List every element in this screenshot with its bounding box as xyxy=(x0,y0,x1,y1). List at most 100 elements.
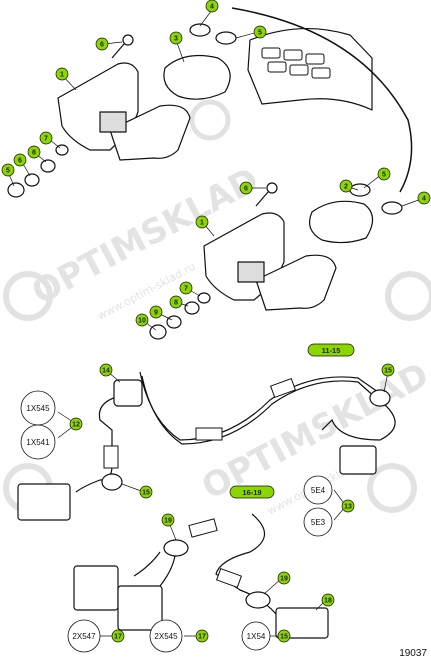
svg-text:17: 17 xyxy=(198,634,206,641)
callout-15-right: 15 xyxy=(381,363,395,377)
lamp-housing-middle xyxy=(309,200,374,244)
grommet-19-top xyxy=(163,539,189,557)
svg-text:12: 12 xyxy=(72,422,80,429)
callout-6-top: 6 xyxy=(95,37,109,51)
callout-15-left: 15 xyxy=(139,485,153,499)
range-pill-middle: 16-19 xyxy=(229,485,275,499)
wiring-harness-top xyxy=(17,371,396,521)
callout-5b-top: 5 xyxy=(1,163,15,177)
svg-text:19: 19 xyxy=(164,518,172,525)
callout-1-middle: 1 xyxy=(195,215,209,229)
svg-text:2X545: 2X545 xyxy=(154,632,178,641)
cab-outline xyxy=(247,27,373,111)
svg-text:15: 15 xyxy=(280,634,288,641)
connector-code-circles: 1X545 1X541 5E4 5E3 2X547 2X545 1X54 xyxy=(20,390,333,653)
svg-text:7: 7 xyxy=(184,286,188,293)
range-pill-top: 11-15 xyxy=(307,343,355,357)
svg-text:6: 6 xyxy=(18,158,22,165)
grommet-15-left xyxy=(101,473,123,491)
grommet-15-right xyxy=(369,389,391,407)
code-2x547: 2X547 xyxy=(67,619,101,653)
svg-text:17: 17 xyxy=(114,634,122,641)
corrugated-sleeves-top xyxy=(103,377,297,469)
svg-text:16-19: 16-19 xyxy=(242,488,261,497)
bracket-arm-top xyxy=(109,104,191,161)
svg-text:6: 6 xyxy=(100,42,104,49)
callout-1-top: 1 xyxy=(55,67,69,81)
svg-text:3: 3 xyxy=(174,36,178,43)
callout-12: 12 xyxy=(69,417,83,431)
cab-roof-arc xyxy=(231,7,413,193)
svg-text:1X545: 1X545 xyxy=(26,404,50,413)
code-5e4: 5E4 xyxy=(303,475,333,505)
svg-text:9: 9 xyxy=(154,310,158,317)
lamp-housing-top xyxy=(163,55,231,100)
svg-text:5: 5 xyxy=(258,30,262,37)
callout-4-middle: 4 xyxy=(417,191,431,205)
callout-7-top: 7 xyxy=(39,131,53,145)
callout-18: 18 xyxy=(321,593,335,607)
connector-2x545-block xyxy=(117,585,163,631)
corrugated-sleeves-bottom xyxy=(188,518,243,589)
reference-number: 19037 xyxy=(399,648,427,659)
callout-19-top: 19 xyxy=(161,513,175,527)
svg-text:10: 10 xyxy=(138,318,146,325)
middle-assembly xyxy=(149,182,403,340)
callout-6-middle: 6 xyxy=(239,181,253,195)
svg-text:15: 15 xyxy=(142,490,150,497)
screw-middle xyxy=(255,182,278,207)
cab-light-slots xyxy=(261,47,331,79)
code-1x54: 1X54 xyxy=(241,621,271,651)
svg-text:5: 5 xyxy=(382,172,386,179)
screw-top xyxy=(111,34,134,59)
mount-plate-top xyxy=(99,111,127,133)
connector-1x54-block xyxy=(275,607,329,639)
code-2x545: 2X545 xyxy=(149,619,183,653)
callout-17-right: 17 xyxy=(195,629,209,643)
callout-9: 9 xyxy=(149,305,163,319)
harness-cable-b xyxy=(141,375,377,445)
svg-text:11-15: 11-15 xyxy=(322,346,341,355)
callout-14: 14 xyxy=(99,363,113,377)
svg-text:1X541: 1X541 xyxy=(26,438,50,447)
bracket-arm-middle xyxy=(255,254,337,311)
callout-17-left: 17 xyxy=(111,629,125,643)
callout-10: 10 xyxy=(135,313,149,327)
svg-text:19: 19 xyxy=(280,576,288,583)
top-assembly xyxy=(7,7,413,198)
callout-badges: 4 5 3 6 1 7 8 6 5 6 2 5 4 1 7 8 9 10 14 … xyxy=(1,0,431,643)
callout-3: 3 xyxy=(169,31,183,45)
callout-8-middle: 8 xyxy=(169,295,183,309)
svg-text:2: 2 xyxy=(344,184,348,191)
callout-15-bottom: 15 xyxy=(277,629,291,643)
callout-13: 13 xyxy=(341,499,355,513)
svg-text:7: 7 xyxy=(44,136,48,143)
hardware-top xyxy=(7,144,69,198)
svg-text:13: 13 xyxy=(344,504,352,511)
code-1x545: 1X545 xyxy=(20,390,56,426)
svg-text:18: 18 xyxy=(324,598,332,605)
harness-drop xyxy=(321,403,396,441)
svg-text:1: 1 xyxy=(60,72,64,79)
code-5e3: 5E3 xyxy=(303,507,333,537)
svg-text:14: 14 xyxy=(102,368,110,375)
connector-14 xyxy=(113,379,143,407)
bulb-pair-top xyxy=(189,23,237,45)
svg-text:4: 4 xyxy=(210,4,214,11)
svg-text:15: 15 xyxy=(384,368,392,375)
watermark-layer xyxy=(3,99,431,513)
connector-5e-block xyxy=(339,445,377,475)
callout-8-top: 8 xyxy=(27,145,41,159)
svg-text:1X54: 1X54 xyxy=(247,632,266,641)
svg-text:4: 4 xyxy=(422,196,426,203)
callout-6b-top: 6 xyxy=(13,153,27,167)
callout-2: 2 xyxy=(339,179,353,193)
svg-text:5: 5 xyxy=(6,168,10,175)
code-1x541: 1X541 xyxy=(20,424,56,460)
callout-5-top: 5 xyxy=(253,25,267,39)
connector-2x547-block xyxy=(73,565,119,611)
svg-text:6: 6 xyxy=(244,186,248,193)
svg-text:2X547: 2X547 xyxy=(72,632,96,641)
connector-1x541-block xyxy=(17,483,71,521)
